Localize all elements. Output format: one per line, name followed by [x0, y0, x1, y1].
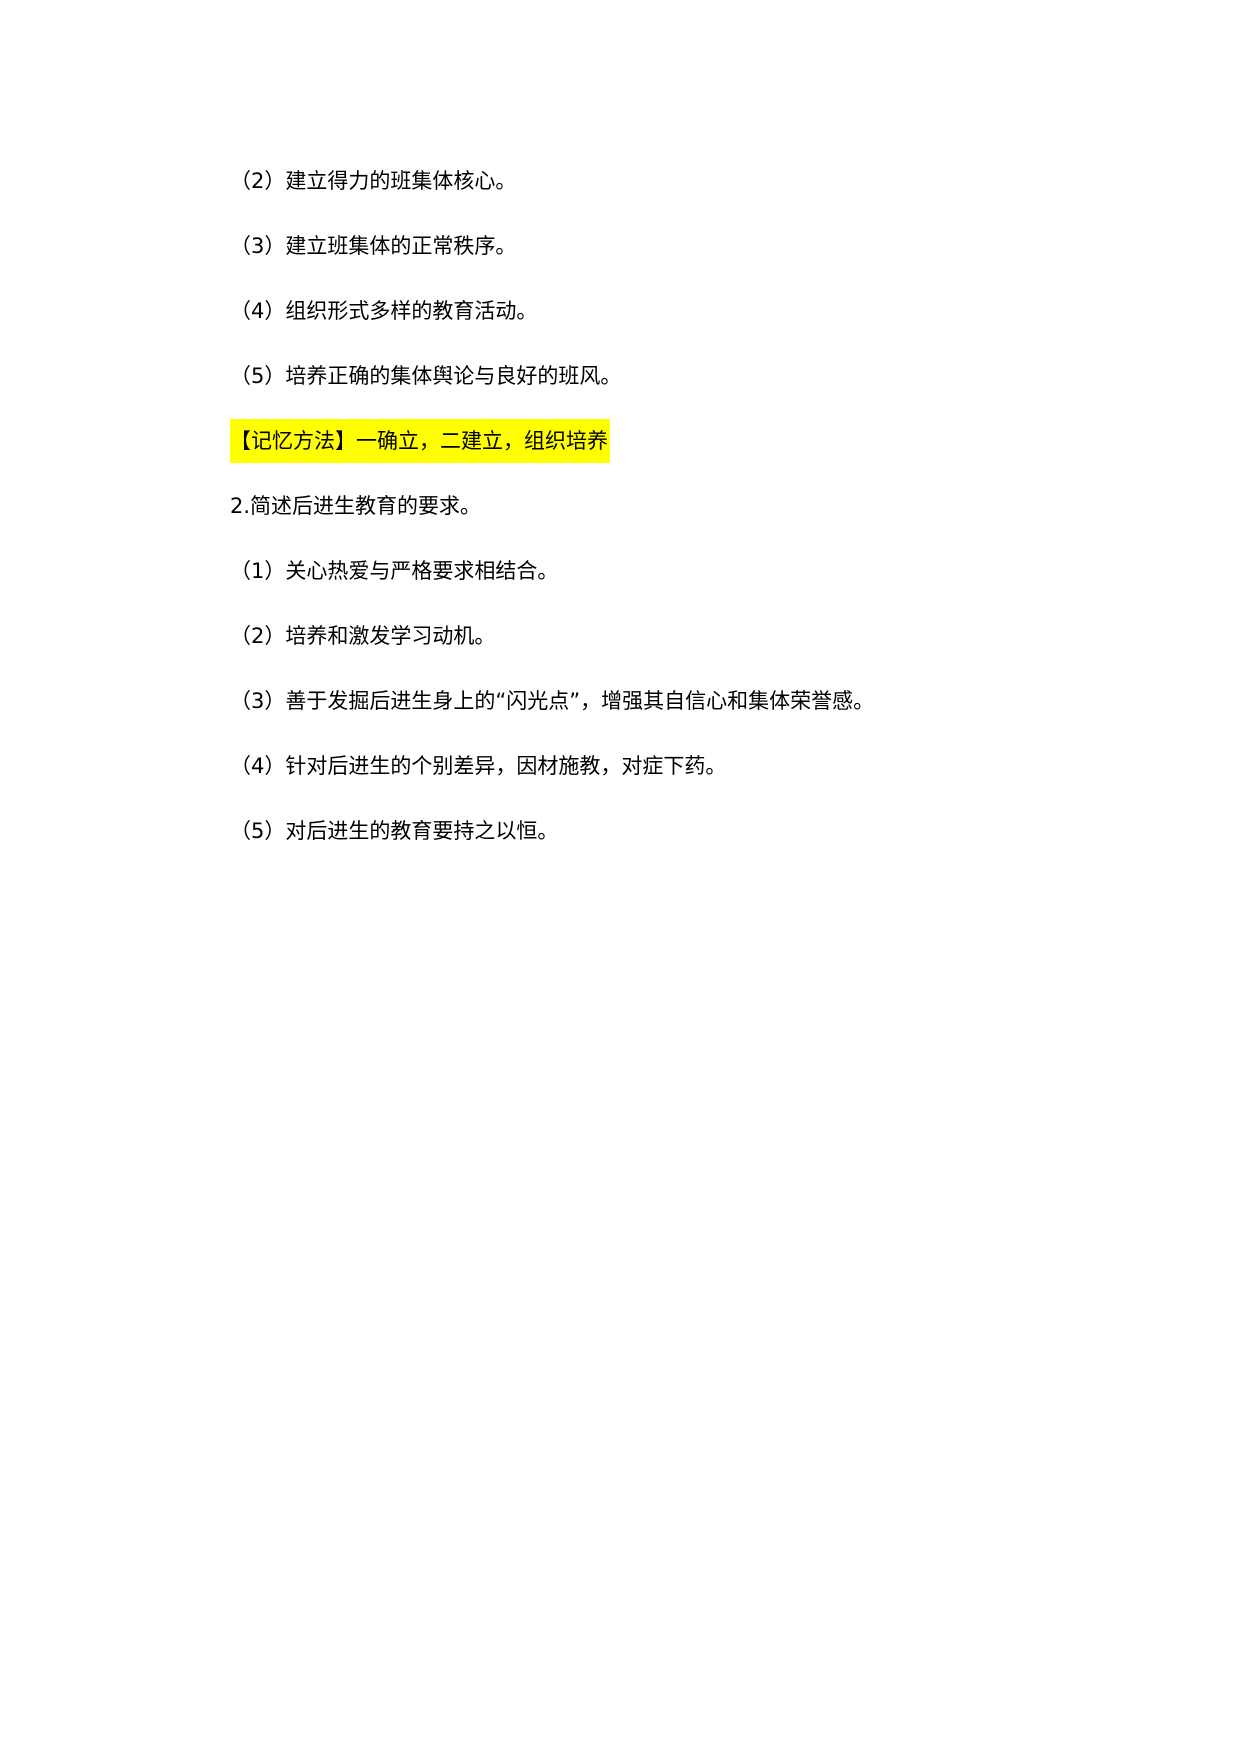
list-item: （5）培养正确的集体舆论与良好的班风。 [230, 364, 622, 388]
list-item: （2）建立得力的班集体核心。 [230, 169, 517, 193]
list-item: （3）建立班集体的正常秩序。 [230, 234, 517, 258]
list-item: （1）关心热爱与严格要求相结合。 [230, 559, 559, 583]
list-item: （5）对后进生的教育要持之以恒。 [230, 819, 559, 843]
mnemonic-highlight: 【记忆方法】一确立，二建立，组织培养 [230, 419, 610, 463]
list-item: （3）善于发掘后进生身上的“闪光点”，增强其自信心和集体荣誉感。 [230, 689, 875, 713]
list-item: （4）组织形式多样的教育活动。 [230, 299, 538, 323]
question-heading: 2.简述后进生教育的要求。 [230, 494, 482, 518]
list-item: （2）培养和激发学习动机。 [230, 624, 496, 648]
list-item: （4）针对后进生的个别差异，因材施教，对症下药。 [230, 754, 727, 778]
